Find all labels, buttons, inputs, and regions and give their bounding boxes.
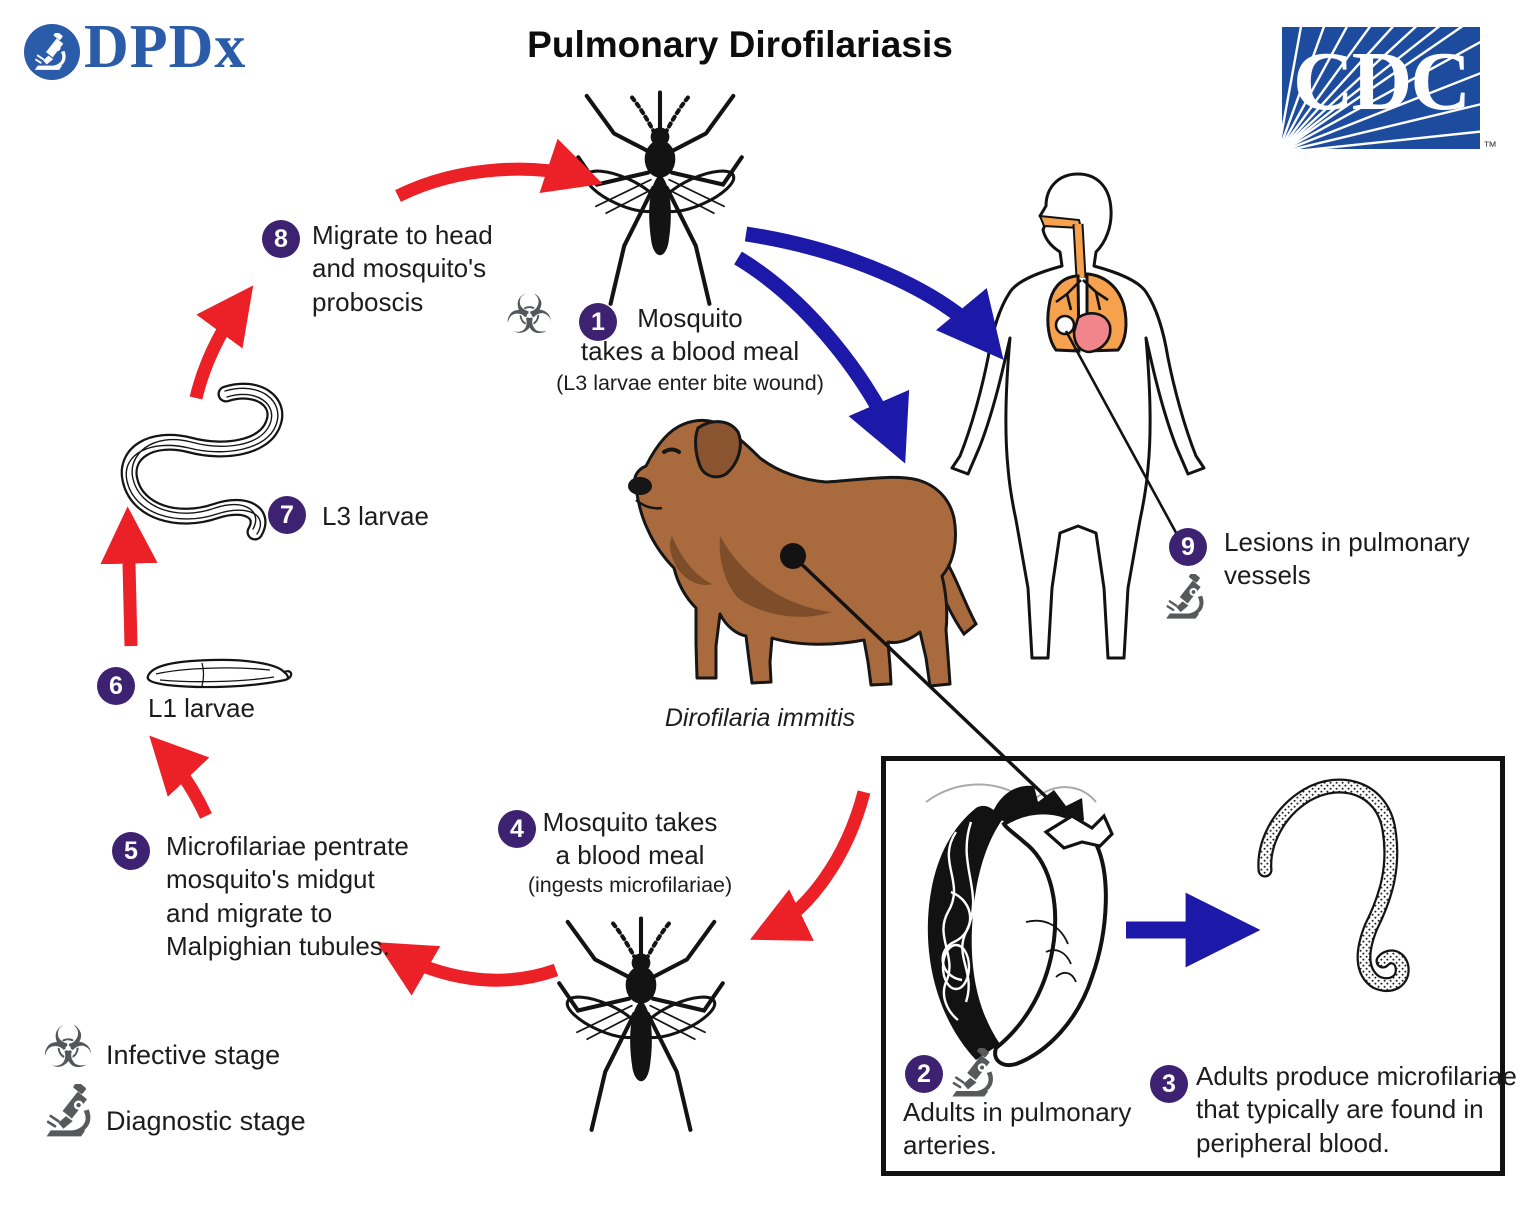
step-5-label: Microfilariae pentrate mosquito's midgut… — [166, 831, 409, 961]
arrow-dog-to-mosquito — [749, 790, 871, 941]
dog-body — [632, 418, 957, 688]
step-2-badge: 2 — [905, 1055, 943, 1093]
step-4-note: (ingests microfilariae) — [527, 873, 733, 897]
cdc-logo-text: CDC — [1293, 35, 1471, 128]
microscope-icon — [44, 1084, 98, 1138]
step-8-label: Migrate to head and mosquito's proboscis — [312, 220, 493, 317]
l1-larvae-illustration — [146, 658, 293, 689]
l3-larvae-illustration — [120, 382, 284, 541]
step-6-label: L1 larvae — [148, 693, 255, 723]
biohazard-icon: ☣ — [42, 1013, 94, 1081]
step-7-label: L3 larvae — [322, 501, 429, 531]
arrow-mosquito-to-step5 — [376, 942, 559, 996]
dpdx-logo-text: DPDx — [84, 13, 247, 81]
microfilaria-illustration — [1257, 778, 1410, 993]
page-title: Pulmonary Dirofilariasis — [527, 24, 953, 65]
step-5-badge: 5 — [112, 832, 150, 870]
cdc-rays — [1282, 27, 1480, 149]
dog-illustration — [628, 418, 978, 688]
step-2-label: Adults in pulmonary arteries. — [903, 1097, 1132, 1161]
step-7-badge: 7 — [268, 496, 306, 534]
step-8-badge: 8 — [262, 220, 300, 258]
cdc-logo: CDC — [1282, 27, 1480, 149]
arrow-step5-to-l1 — [149, 735, 212, 819]
legend-infective-label: Infective stage — [106, 1040, 281, 1070]
dpdx-logo: DPDx — [22, 8, 282, 88]
step-4-label: Mosquito takes a blood meal — [542, 807, 718, 871]
dog-nose — [628, 477, 652, 495]
step-1-note: (L3 larvae enter bite wound) — [556, 371, 824, 395]
pulmonary-lesion — [1054, 314, 1076, 336]
step-3-badge: 3 — [1150, 1065, 1188, 1103]
biohazard-icon: ☣ — [505, 283, 554, 346]
cdc-trademark: ™ — [1483, 138, 1497, 154]
mosquito-top-illustration — [572, 84, 748, 314]
microscope-icon — [950, 1048, 1000, 1098]
step-9-label: Lesions in pulmonary vessels — [1224, 527, 1470, 591]
microscope-icon — [1164, 574, 1210, 620]
dpdx-microscope-icon — [24, 24, 80, 80]
step-6-badge: 6 — [97, 667, 135, 705]
heart-inset-illustration — [925, 783, 1114, 1067]
arrow-step8-to-mosquito — [395, 138, 603, 202]
step-3-label: Adults produce microfilariae that typica… — [1196, 1061, 1517, 1158]
legend-diagnostic-label: Diagnostic stage — [106, 1106, 306, 1136]
dog-ear — [694, 420, 742, 479]
organism-label: Dirofilaria immitis — [664, 704, 856, 732]
step-1-badge: 1 — [579, 303, 617, 341]
step-9-badge: 9 — [1169, 528, 1207, 566]
mosquito-bottom-illustration — [553, 910, 729, 1140]
step-4-badge: 4 — [498, 810, 536, 848]
